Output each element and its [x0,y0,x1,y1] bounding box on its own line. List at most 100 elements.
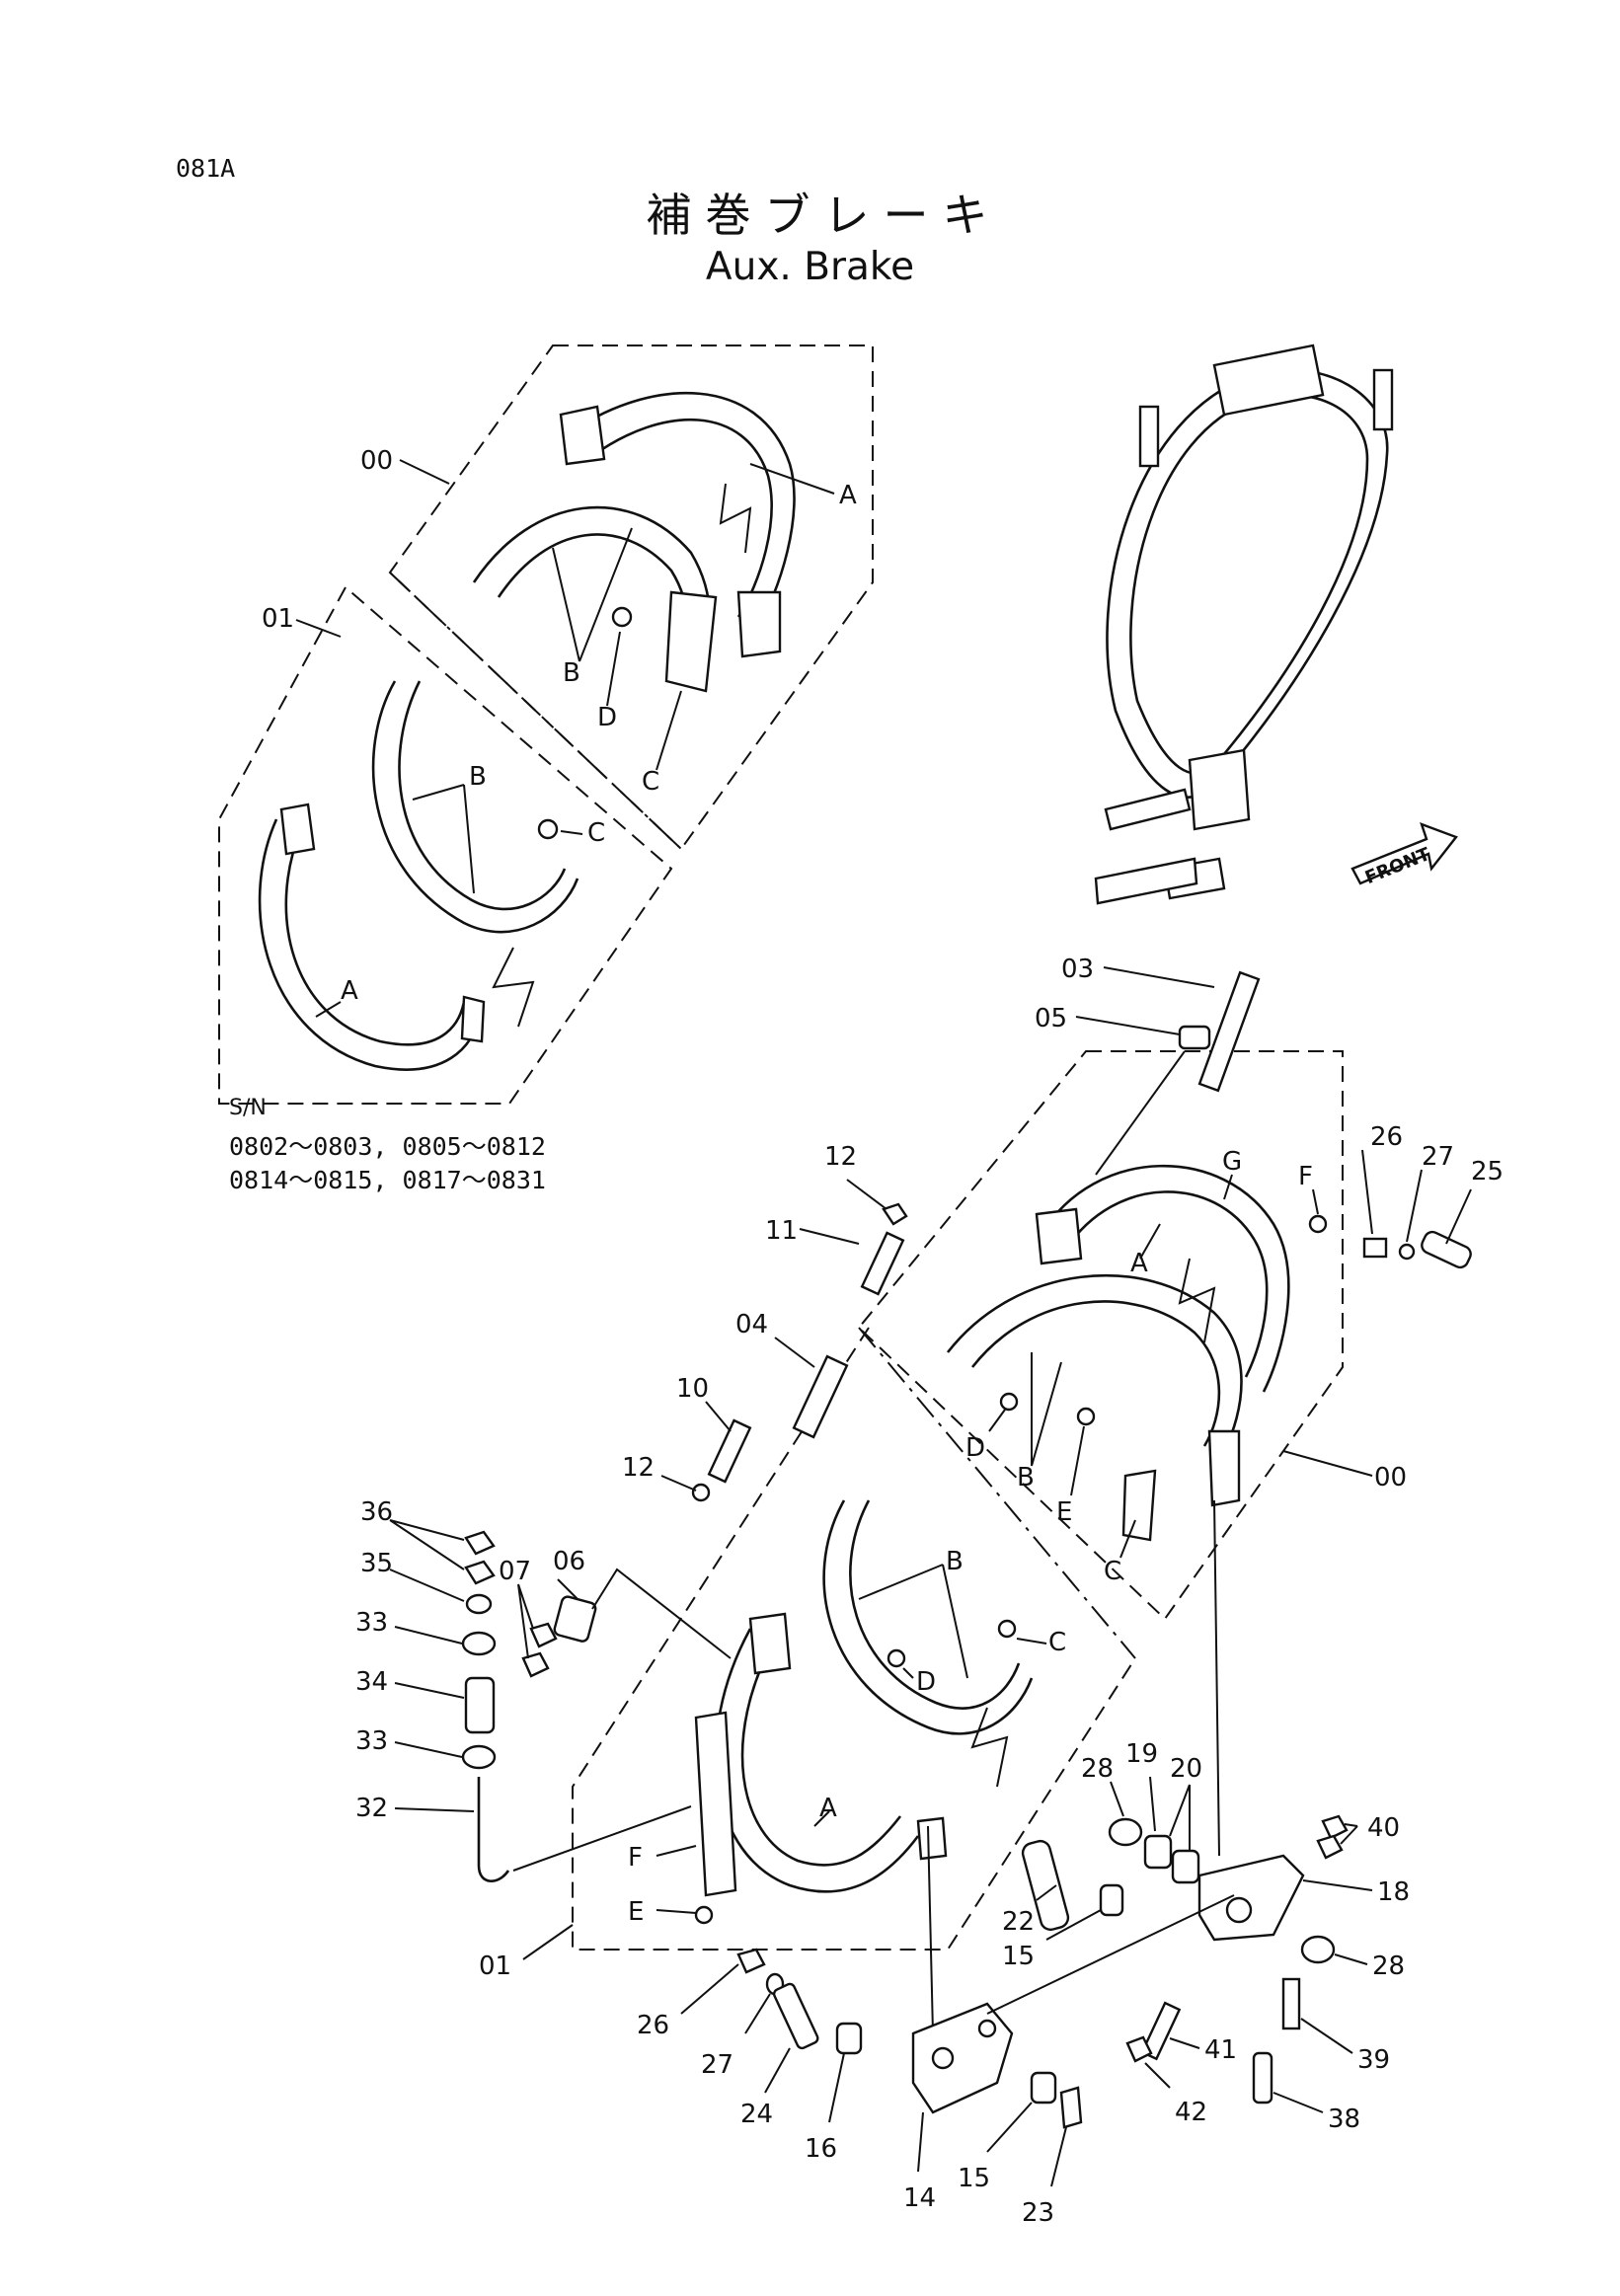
callout-36: 36 [360,1497,393,1527]
callout-14: 14 [903,2183,936,2213]
assembled-lever [1188,748,1251,831]
callout-e1: E [1056,1497,1072,1527]
rivet-01-c [537,818,559,840]
assembled-brake-view: FRONT [1094,344,1458,905]
callout-12a: 12 [824,1142,857,1172]
serial-line-2: 0814～0815, 0817～0831 [229,1166,546,1194]
assembled-spring [1104,788,1192,831]
nut-12-lower [691,1483,711,1502]
title-english: Aux. Brake [705,245,915,289]
group-outline-00-top [388,344,874,851]
callout-e2: E [628,1897,644,1927]
rivet-c-01-lower [997,1619,1017,1639]
callout-a3: A [1130,1249,1148,1278]
callout-01-top: 01 [262,604,294,634]
bushing-15-lower [1030,2071,1057,2105]
serial-line-1: 0802～0803, 0805～0812 [229,1132,546,1161]
lower-exploded-assembly: 03 05 G F 26 27 25 12 11 A 04 10 12 D B … [355,955,1504,2228]
rivet-d-lower [999,1392,1019,1412]
lever-14 [911,2002,1014,2114]
nut-36-b [464,1560,496,1585]
bolt-41 [1140,2001,1182,2061]
eyebolt-32 [477,1777,510,1882]
assembled-bolt-left [1138,405,1160,468]
bolt-10 [707,1418,752,1484]
page-code: 081A [176,154,236,183]
lining-01-lower-f [694,1711,737,1897]
callout-35: 35 [360,1549,393,1578]
callout-00-lower: 00 [1374,1463,1407,1492]
seat-33-lower [461,1744,497,1770]
band-anchor-block [559,405,606,466]
nut-42 [1125,2035,1153,2063]
nut-07-a [529,1622,558,1648]
assembled-bolt-right [1372,368,1394,431]
brake-band-00-a [567,391,796,633]
callout-11: 11 [765,1216,798,1246]
spring-38 [1252,2051,1273,2105]
callout-04: 04 [735,1310,768,1339]
brake-band-00-lower-g [1040,1164,1290,1393]
seat-33-upper [461,1631,497,1656]
pin-22 [1021,1839,1070,1932]
collar-05 [1178,1025,1211,1050]
bushing-16 [835,2022,863,2055]
lining-00-c [664,590,718,693]
band-01-lower-anchor [748,1612,792,1675]
callout-d2: D [965,1433,985,1463]
callout-32: 32 [355,1794,388,1823]
callout-15b: 15 [958,2164,990,2193]
group-divider-lower [858,1327,1136,1659]
callout-top-b2: B [469,762,487,792]
band-01-clevis [460,995,486,1043]
callout-26a: 26 [1370,1122,1403,1152]
callout-g: G [1222,1147,1242,1177]
bushing-20 [1171,1849,1200,1884]
callout-12b: 12 [622,1453,655,1483]
callout-top-a1: A [839,481,857,510]
callout-c4: C [1048,1628,1066,1657]
washer-23 [1059,2086,1083,2129]
callout-33b: 33 [355,1726,388,1756]
callout-26b: 26 [637,2011,669,2040]
band-clevis-lower [1207,1429,1241,1507]
callout-01-lower: 01 [479,1952,511,1981]
callout-23: 23 [1022,2198,1054,2228]
band-anchor-block-lower [1035,1207,1083,1265]
title-japanese: 補巻ブレーキ [646,189,1002,242]
spring-04 [792,1354,849,1439]
pin-25 [1421,1230,1472,1269]
band-01-lower-clevis [916,1816,948,1861]
callout-a4: A [819,1794,837,1823]
bolt-11 [860,1231,905,1296]
group-outline-01-lower [572,1327,1136,1951]
washer-35 [465,1593,493,1615]
callout-top-d1: D [597,703,617,732]
callout-05: 05 [1035,1004,1067,1033]
nut-40-b [1316,1834,1344,1860]
callout-18: 18 [1377,1877,1410,1907]
top-left-assembly: 00 01 A B D C B C A [218,344,874,1105]
band-01-anchor [279,803,316,856]
callout-d3: D [916,1667,936,1697]
callout-f1: F [1298,1162,1313,1191]
bolt-03 [1197,970,1261,1093]
callout-41: 41 [1204,2035,1237,2065]
callout-34: 34 [355,1667,388,1697]
callout-22: 22 [1002,1907,1035,1937]
callout-38: 38 [1328,2105,1360,2134]
nut-07-b [521,1651,550,1678]
washer-28-lower [1300,1935,1336,1964]
bushing-15-upper [1099,1883,1124,1917]
spring-34 [464,1676,496,1734]
nut-12-upper [882,1202,908,1226]
callout-07: 07 [499,1557,531,1586]
washer-27-upper [1398,1243,1416,1261]
callout-15a: 15 [1002,1942,1035,1971]
callout-16: 16 [805,2134,837,2164]
callout-top-b1: B [563,658,580,688]
bolt-39 [1281,1977,1301,2030]
callout-28b: 28 [1372,1952,1405,1981]
callout-06: 06 [553,1547,585,1576]
group-outline-01-top [218,585,673,1105]
